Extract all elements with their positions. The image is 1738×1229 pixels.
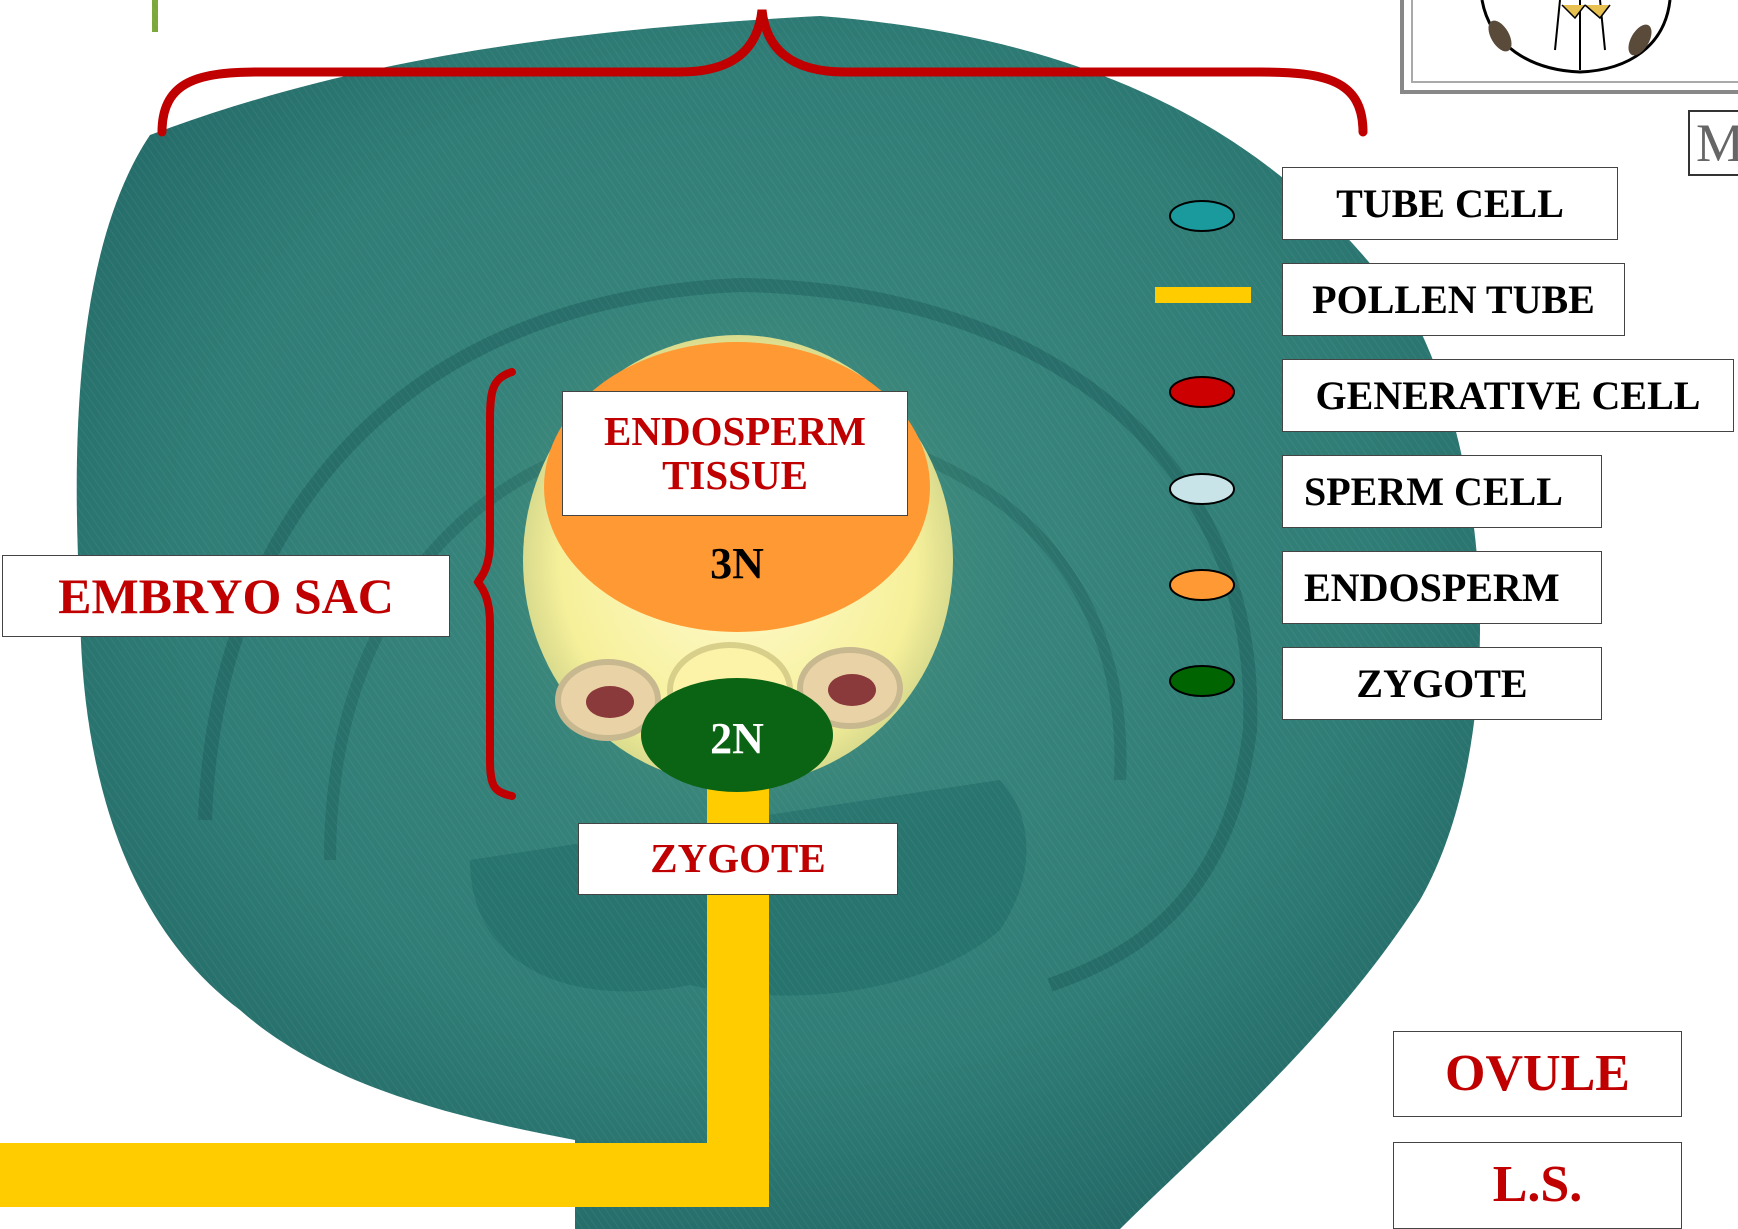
synergid-nucleus xyxy=(828,674,876,706)
legend-swatch-tube-cell xyxy=(1170,201,1234,231)
endosperm-ploidy-label: 3N xyxy=(677,538,797,589)
legend-label-tube-cell: TUBE CELL xyxy=(1282,167,1618,240)
legend-swatch-zygote xyxy=(1170,666,1234,696)
legend-swatch-sperm-cell xyxy=(1170,474,1234,504)
corner-fragment-label: M xyxy=(1688,110,1738,176)
zygote-label: ZYGOTE xyxy=(578,823,898,895)
endosperm-tissue-label-line2: TISSUE xyxy=(662,454,808,497)
legend-swatch-endosperm xyxy=(1170,570,1234,600)
embryo-sac-label: EMBRYO SAC xyxy=(2,555,450,637)
endosperm-tissue-label-line1: ENDOSPERM xyxy=(604,410,866,453)
zygote-ploidy-label: 2N xyxy=(677,713,797,764)
legend-swatch-generative-cell xyxy=(1170,377,1234,407)
legend-label-pollen-tube: POLLEN TUBE xyxy=(1282,263,1625,336)
synergid-nucleus xyxy=(586,686,634,718)
endosperm-tissue-label: ENDOSPERM TISSUE xyxy=(562,391,908,516)
legend-label-zygote: ZYGOTE xyxy=(1282,647,1602,720)
legend-label-sperm-cell: SPERM CELL xyxy=(1282,455,1602,528)
legend-label-generative-cell: GENERATIVE CELL xyxy=(1282,359,1734,432)
longitudinal-section-label: L.S. xyxy=(1393,1142,1682,1229)
legend-swatch-pollen-tube xyxy=(1155,287,1251,303)
legend-label-endosperm: ENDOSPERM xyxy=(1282,551,1602,624)
ovule-title: OVULE xyxy=(1393,1031,1682,1117)
